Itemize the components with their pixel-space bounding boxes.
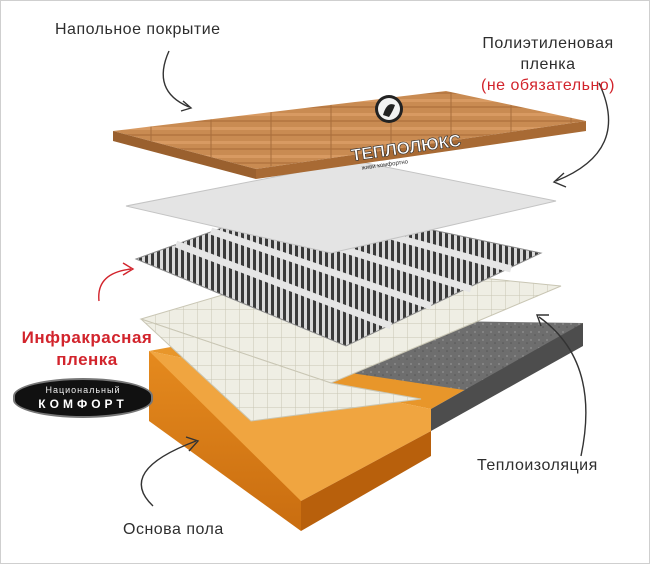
- arrows: [140, 50, 610, 507]
- label-polyethylene-note: (не обязательно): [480, 77, 615, 94]
- label-polyethylene-line2: пленка: [520, 56, 576, 73]
- polyethylene-layer: [125, 160, 557, 254]
- label-infrared-line1: Инфракрасная: [21, 328, 153, 347]
- label-polyethylene-line1: Полиэтиленовая: [482, 35, 614, 52]
- national-comfort-logo: Национальный КОМФОРТ: [13, 378, 153, 418]
- infrared-film-layer: [134, 200, 543, 347]
- label-infrared-line2: пленка: [56, 350, 118, 369]
- wood-floor-layer: [113, 91, 586, 179]
- comfort-logo-top: Национальный: [45, 385, 121, 395]
- arrow-insulation: [538, 316, 587, 457]
- arrow-infrared: [98, 262, 135, 302]
- label-insulation: Теплоизоляция: [477, 457, 598, 474]
- comfort-logo-main: КОМФОРТ: [38, 397, 128, 411]
- arrow-base-head: [185, 436, 200, 452]
- label-polyethylene: Полиэтиленовая пленка (не обязательно): [455, 35, 641, 95]
- arrow-polyethylene-head: [552, 172, 567, 188]
- label-infrared: Инфракрасная пленка: [7, 328, 167, 370]
- arrow-insulation-head: [536, 314, 549, 327]
- arrow-polyethylene: [555, 82, 610, 182]
- label-base: Основа пола: [123, 521, 224, 538]
- arrow-floor-cover-head: [180, 100, 193, 112]
- label-floor-cover: Напольное покрытие: [55, 21, 221, 38]
- arrow-floor-cover: [162, 50, 190, 108]
- arrow-base: [140, 440, 197, 507]
